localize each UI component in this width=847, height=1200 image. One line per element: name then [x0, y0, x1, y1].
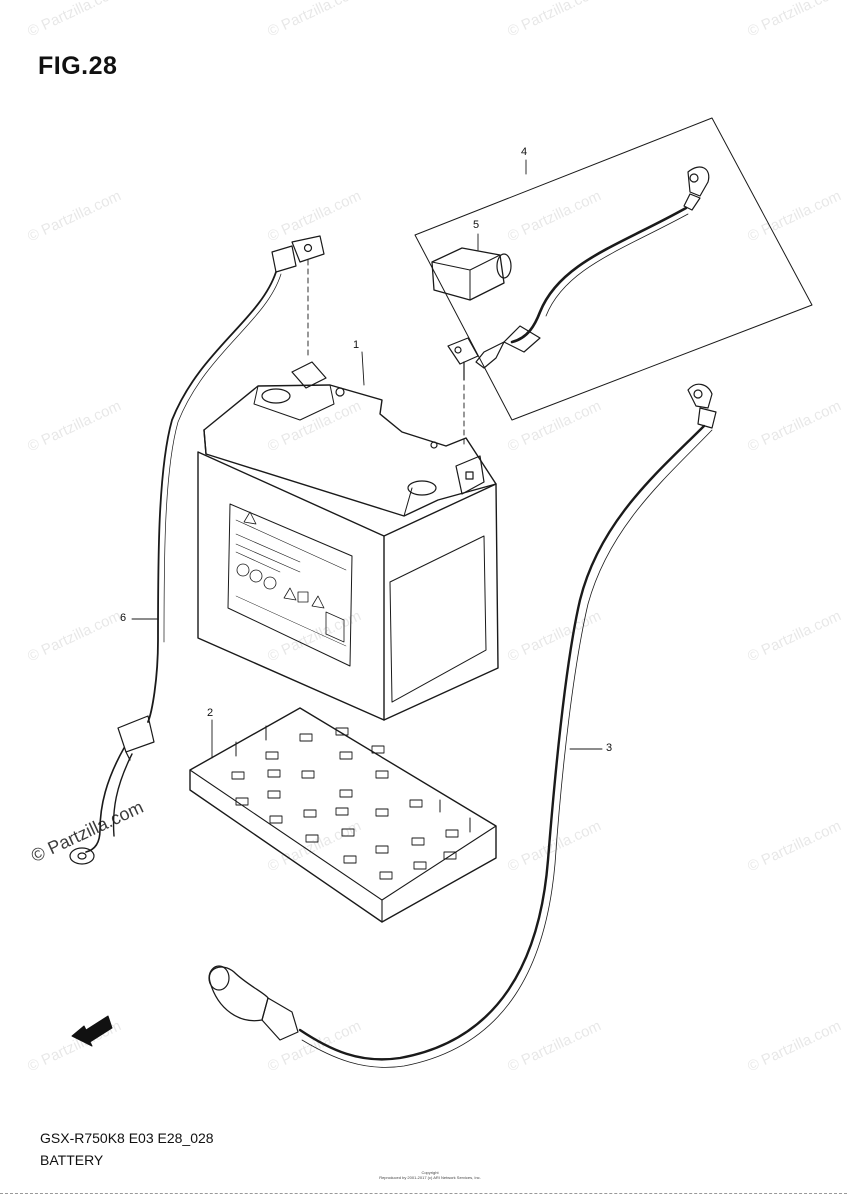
- terminal-cover-part: [431, 247, 512, 301]
- battery-part: [197, 361, 499, 721]
- negative-cable-part: [208, 383, 717, 1068]
- copyright-line1: Copyright: [421, 1170, 439, 1175]
- battery-tray-part: [189, 707, 497, 923]
- callout-3: 3: [606, 742, 613, 754]
- tray-slots: [231, 727, 459, 880]
- positive-cable-kit-box: [414, 117, 813, 421]
- copyright-notice: Copyright Reproduced by 2001-2017 (c) AR…: [360, 1170, 500, 1180]
- callout-1: 1: [353, 339, 360, 351]
- callout-2: 2: [207, 707, 214, 719]
- callout-5: 5: [473, 219, 480, 231]
- fwd-arrow-icon: [71, 1015, 113, 1047]
- figure-title: FIG.28: [38, 52, 118, 80]
- section-name: BATTERY: [40, 1152, 104, 1168]
- callout-6: 6: [120, 612, 127, 624]
- callout-leaders: [131, 159, 603, 759]
- copyright-line2: Reproduced by 2001-2017 (c) ARI Network …: [379, 1175, 481, 1180]
- callout-4: 4: [521, 146, 528, 158]
- model-code: GSX-R750K8 E03 E28_028: [40, 1130, 214, 1146]
- ground-wire-part: [69, 235, 325, 865]
- positive-cable-part: [447, 166, 710, 446]
- page-edge-divider: [0, 1193, 847, 1194]
